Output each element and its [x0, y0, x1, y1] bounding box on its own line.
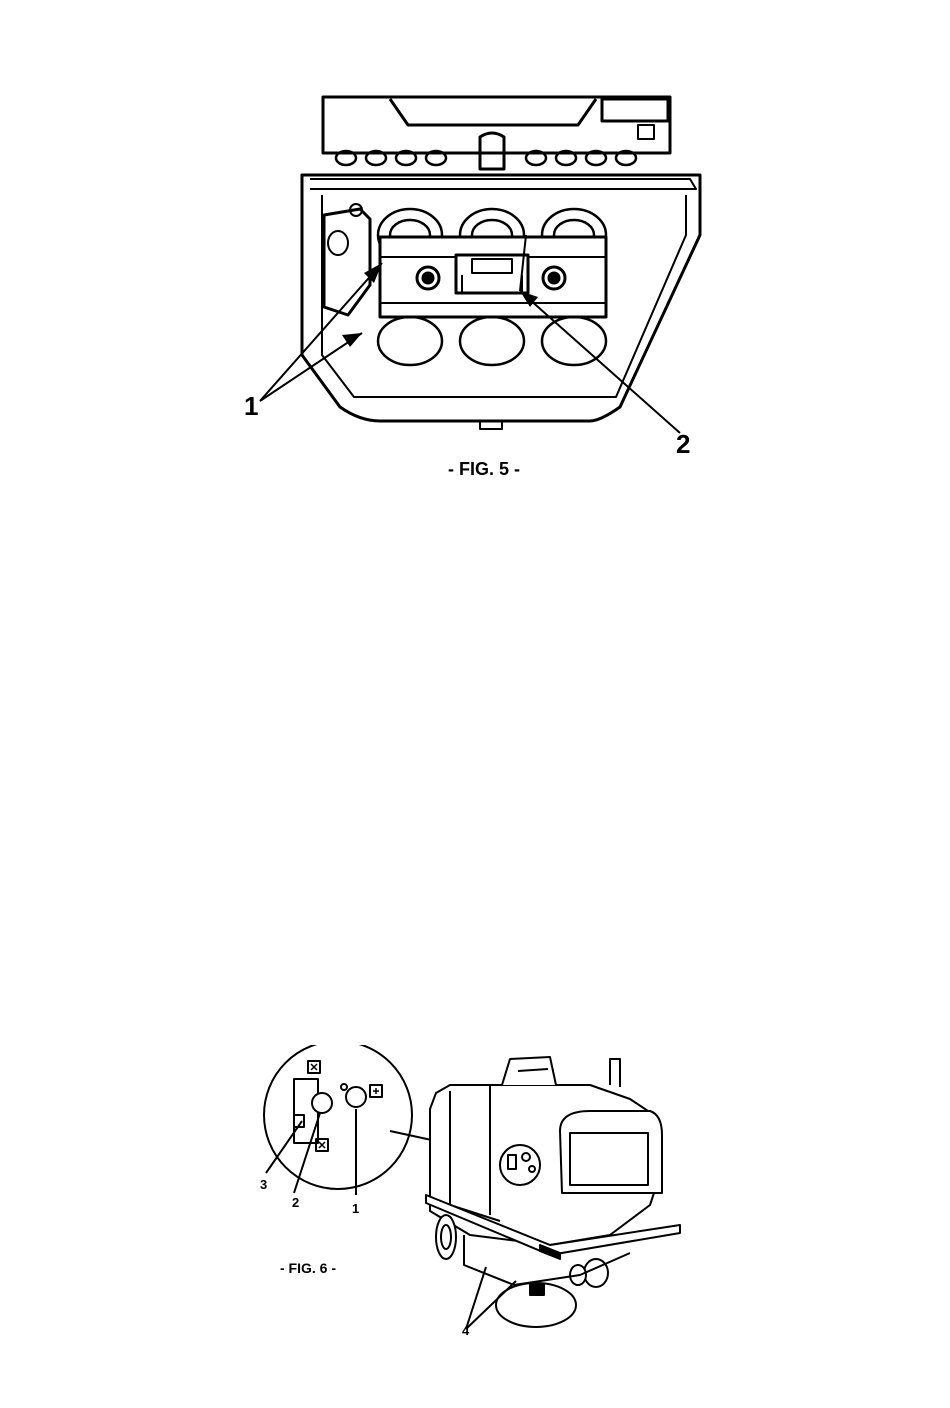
- callout-3: 3: [260, 1177, 267, 1192]
- callout-2: 2: [676, 429, 690, 459]
- battery-compartment-illustration: 1 2 - FIG. 5 -: [230, 85, 710, 485]
- figure-5: 1 2 - FIG. 5 -: [230, 85, 710, 485]
- callout-4: 4: [462, 1323, 470, 1335]
- figure-6-caption: - FIG. 6 -: [280, 1260, 336, 1276]
- figure-6: 3 2 1 4 - FIG. 6 -: [250, 1045, 700, 1335]
- callout-1: 1: [352, 1201, 359, 1216]
- callout-2: 2: [292, 1195, 299, 1210]
- callout-1: 1: [244, 391, 258, 421]
- figure-5-caption: - FIG. 5 -: [448, 459, 520, 479]
- machine-control-panel-illustration: 3 2 1 4 - FIG. 6 -: [250, 1045, 700, 1335]
